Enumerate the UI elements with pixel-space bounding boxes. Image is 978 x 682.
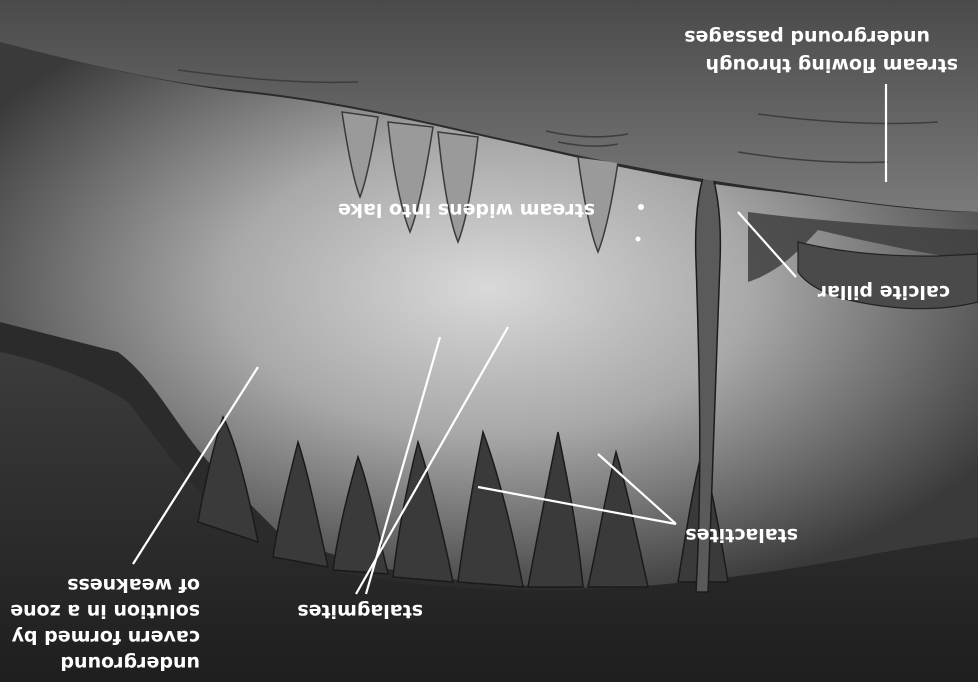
water-drop <box>638 204 644 210</box>
cavern-label-line-1: underground <box>60 652 200 674</box>
stalactites-label: stalactites <box>685 524 798 546</box>
cavern-label-line-4: of weakness <box>67 574 200 596</box>
stalagmites-label: stalagmites <box>297 600 423 622</box>
calcite-pillar-label: calcite pillar <box>817 281 950 303</box>
stream-lake-label: stream widens into lake <box>338 199 595 221</box>
cavern-label-line-3: solution in a zone <box>10 600 200 622</box>
stream-passages-line-1: stream flowing through <box>705 54 958 76</box>
cavern-label-line-2: cavern formed by <box>11 626 200 648</box>
water-drop <box>636 237 641 242</box>
stream-passages-line-2: underground passages <box>684 26 930 48</box>
